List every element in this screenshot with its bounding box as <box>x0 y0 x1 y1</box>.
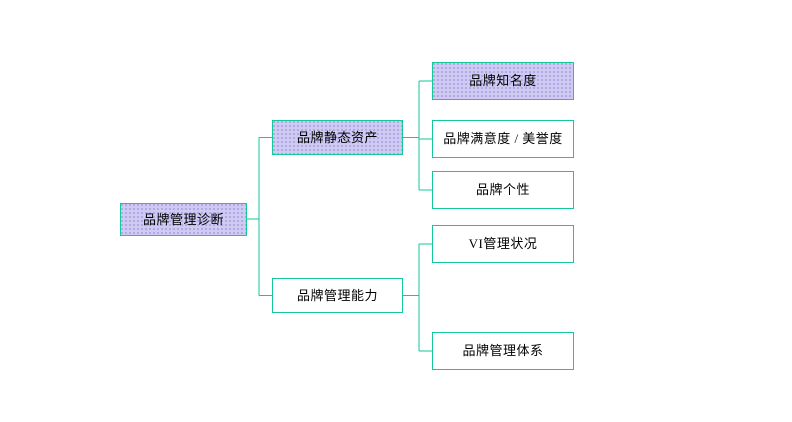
node-vi-status-label: VI管理状况 <box>468 236 538 252</box>
node-personality[interactable]: 品牌个性 <box>432 171 574 209</box>
node-mgmt-system-label: 品牌管理体系 <box>462 343 544 359</box>
node-mgmt-capability[interactable]: 品牌管理能力 <box>272 278 403 313</box>
node-static-assets-label: 品牌静态资产 <box>296 129 378 145</box>
node-root-label: 品牌管理诊断 <box>142 211 224 227</box>
node-mgmt-capability-label: 品牌管理能力 <box>296 287 378 303</box>
node-awareness-label: 品牌知名度 <box>469 73 537 89</box>
node-mgmt-system[interactable]: 品牌管理体系 <box>432 332 574 370</box>
node-satisfaction-label: 品牌满意度 / 美誉度 <box>443 131 563 147</box>
node-satisfaction[interactable]: 品牌满意度 / 美誉度 <box>432 120 574 158</box>
node-awareness[interactable]: 品牌知名度 <box>432 62 574 100</box>
node-vi-status[interactable]: VI管理状况 <box>432 225 574 263</box>
node-root[interactable]: 品牌管理诊断 <box>120 203 247 236</box>
node-static-assets[interactable]: 品牌静态资产 <box>272 120 403 155</box>
node-personality-label: 品牌个性 <box>475 182 530 198</box>
